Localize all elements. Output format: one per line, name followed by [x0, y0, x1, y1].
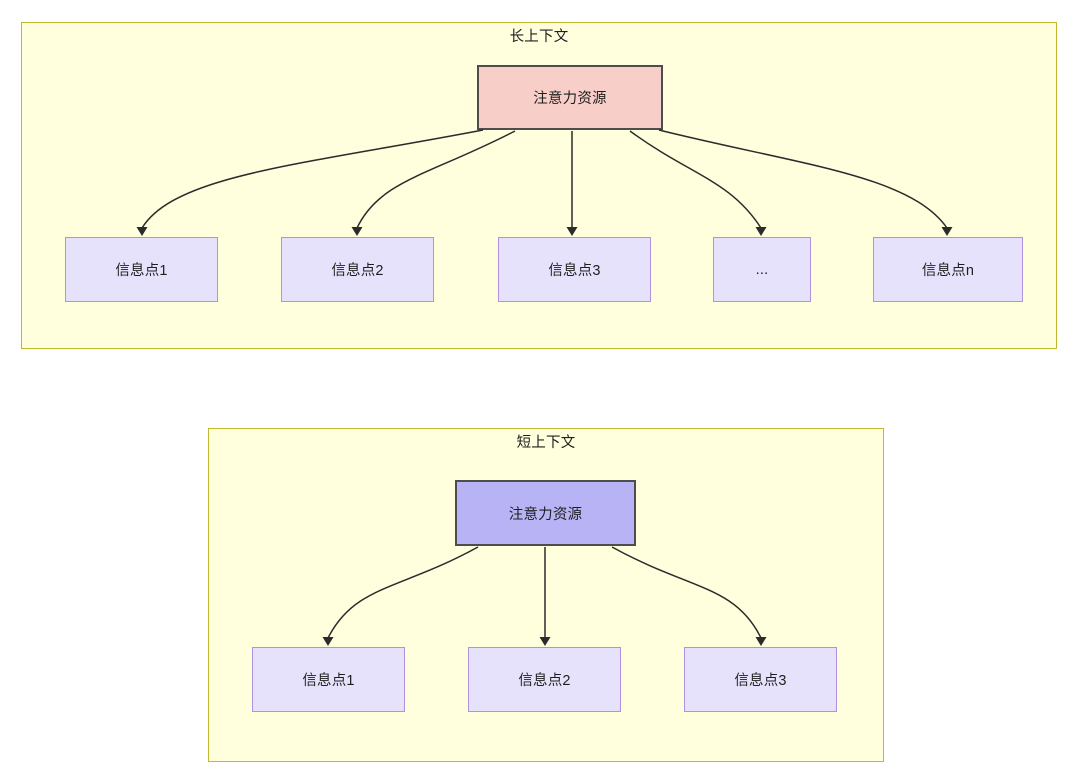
node-attention-resource-short[interactable]: 注意力资源: [455, 480, 636, 546]
group-long-context-title: 长上下文: [509, 29, 569, 45]
group-short-context-title: 短上下文: [516, 435, 576, 451]
node-info-point-ellipsis[interactable]: ...: [713, 237, 811, 302]
node-info-point-short-1[interactable]: 信息点1: [252, 647, 405, 712]
node-info-point-n[interactable]: 信息点n: [873, 237, 1023, 302]
node-info-point-short-3[interactable]: 信息点3: [684, 647, 837, 712]
node-attention-resource-long[interactable]: 注意力资源: [477, 65, 663, 130]
node-info-point-1[interactable]: 信息点1: [65, 237, 218, 302]
node-info-point-short-2[interactable]: 信息点2: [468, 647, 621, 712]
node-info-point-3[interactable]: 信息点3: [498, 237, 651, 302]
node-info-point-2[interactable]: 信息点2: [281, 237, 434, 302]
